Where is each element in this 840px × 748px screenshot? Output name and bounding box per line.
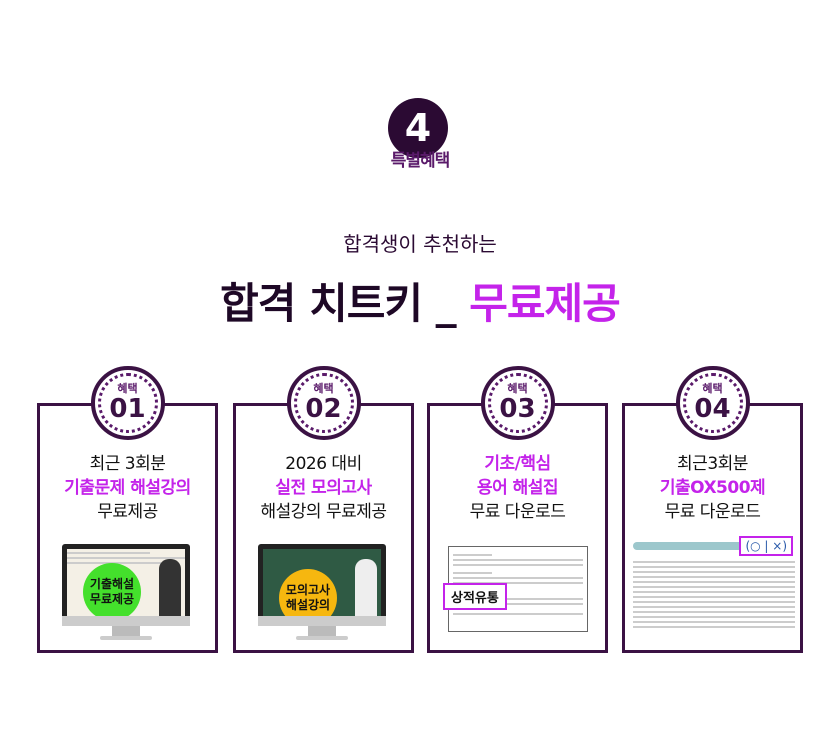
badge-label: 혜택 (507, 382, 528, 395)
badge-number: 04 (694, 394, 731, 424)
overlay-line: 기출해설 (89, 577, 135, 591)
ox-quiz-preview: (○ | ×) (633, 536, 795, 646)
line3: 무료제공 (97, 502, 158, 522)
badge-number: 01 (109, 394, 146, 424)
line3: 무료 다운로드 (664, 502, 761, 522)
badge-label: 혜택 (702, 382, 723, 395)
page-title: 합격 치트키 _ 무료제공 (0, 270, 840, 331)
overlay-line: 무료제공 (89, 592, 135, 606)
line3: 무료 다운로드 (469, 502, 566, 522)
badge-label: 혜택 (313, 382, 334, 395)
overlay-line: 해설강의 (285, 598, 331, 612)
line2: 기출문제 해설강의 (64, 478, 191, 498)
glossary-preview: 상적유통 (443, 546, 588, 632)
subtitle: 합격생이 추천하는 (343, 232, 497, 256)
line1: 기초/핵심 (484, 454, 551, 474)
overlay-line: 모의고사 (285, 583, 331, 597)
line3: 해설강의 무료제공 (260, 502, 387, 522)
line1: 2026 대비 (285, 454, 362, 474)
special-benefit-number-badge: 4 (388, 98, 448, 158)
title-main: 합격 치트키 _ (220, 279, 470, 328)
term-tag: 상적유통 (443, 583, 507, 610)
line2: 용어 해설집 (476, 478, 559, 498)
line1: 최근3회분 (677, 454, 748, 474)
badge-number: 03 (499, 394, 536, 424)
title-accent: 무료제공 (469, 279, 621, 328)
ox-tag: (○ | ×) (739, 536, 793, 556)
line2: 실전 모의고사 (275, 478, 372, 498)
badge-number: 02 (305, 394, 342, 424)
line1: 최근 3회분 (89, 454, 166, 474)
badge-label: 혜택 (117, 382, 138, 395)
line2: 기출OX500제 (659, 478, 766, 498)
special-benefit-label: 특별혜택 (390, 151, 451, 171)
